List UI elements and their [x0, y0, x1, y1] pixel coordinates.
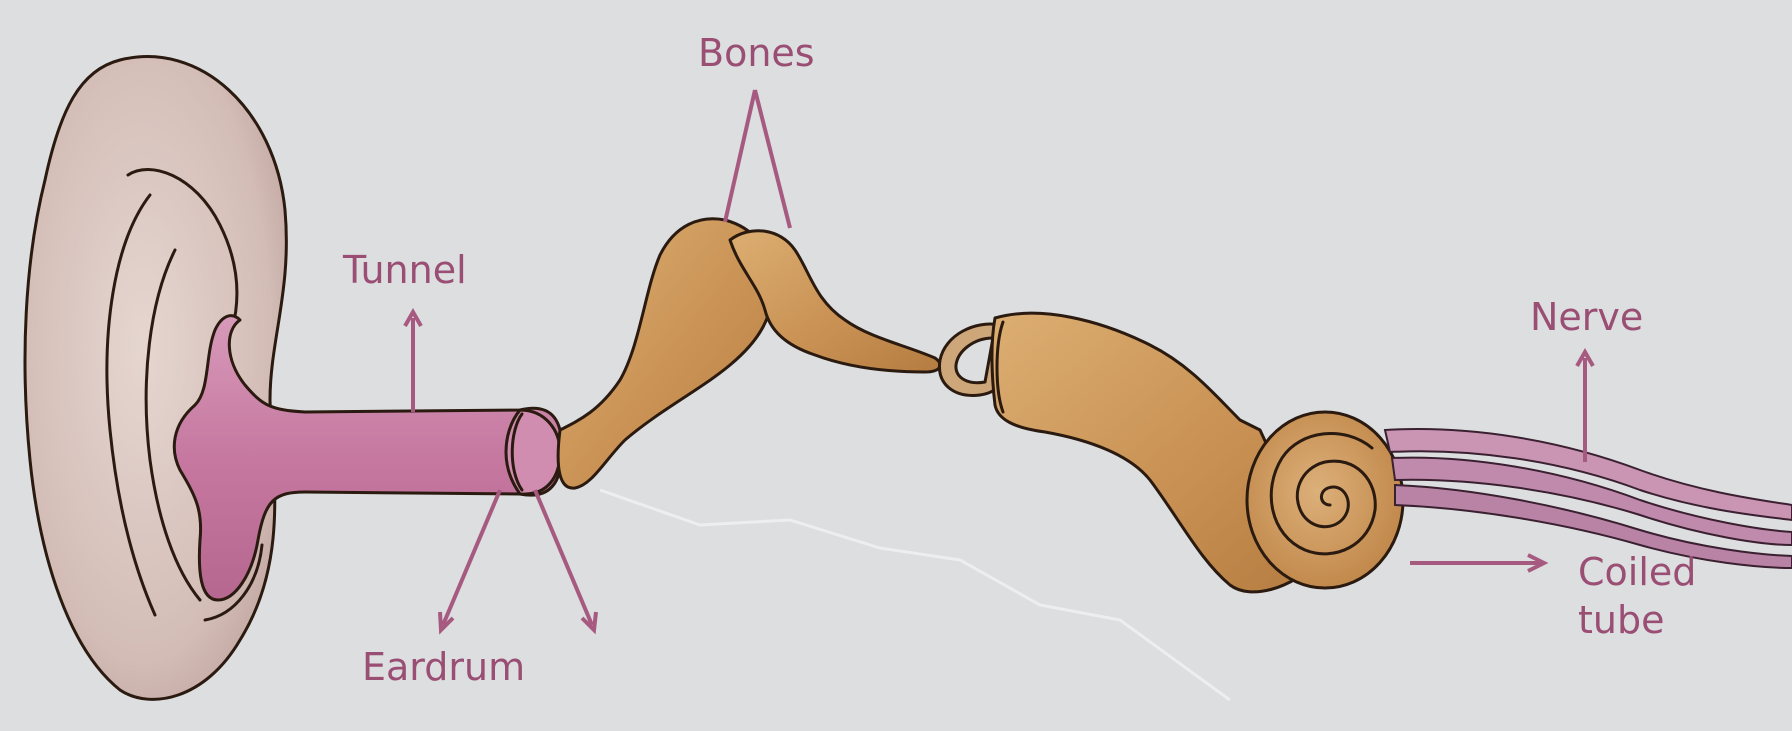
ear-canal [174, 316, 560, 600]
nerve-label: Nerve [1530, 295, 1643, 339]
coiled-tube-label-line2: tube [1578, 598, 1664, 642]
tunnel-label: Tunnel [342, 248, 467, 292]
coiled-tube-label-line1: Coiled [1578, 550, 1696, 594]
coiled-tube [992, 313, 1403, 592]
eardrum-pointer-left [443, 490, 500, 625]
bones-pointer-right [755, 90, 790, 228]
ear-bones [558, 219, 1005, 488]
bones-label: Bones [698, 31, 815, 75]
bones-pointer-left [725, 90, 755, 222]
eardrum-label: Eardrum [362, 645, 525, 689]
nerve-fibers [1385, 429, 1792, 568]
outer-ear [25, 57, 286, 700]
paper-crease [600, 490, 1230, 700]
eardrum-pointer-right [535, 490, 592, 625]
